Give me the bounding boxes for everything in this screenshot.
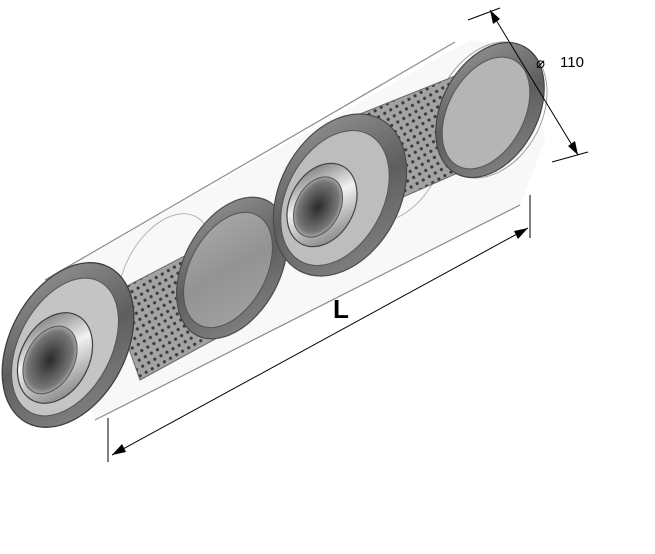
center-pipe (286, 162, 358, 248)
length-label: L (333, 294, 349, 324)
diameter-value: 110 (560, 54, 584, 71)
diameter-arrow-bottom-icon (568, 141, 578, 155)
diameter-dimension: ⌀ 110 (467, 7, 589, 163)
dimension-arrow-left-icon (112, 444, 126, 455)
diameter-symbol: ⌀ (536, 55, 545, 72)
left-pipe (16, 312, 94, 404)
dimension-arrow-right-icon (514, 228, 528, 239)
middle-flange (175, 196, 289, 340)
length-dimension: L (107, 195, 531, 462)
diameter-arrow-top-icon (490, 10, 500, 24)
right-end-flange (435, 41, 545, 179)
